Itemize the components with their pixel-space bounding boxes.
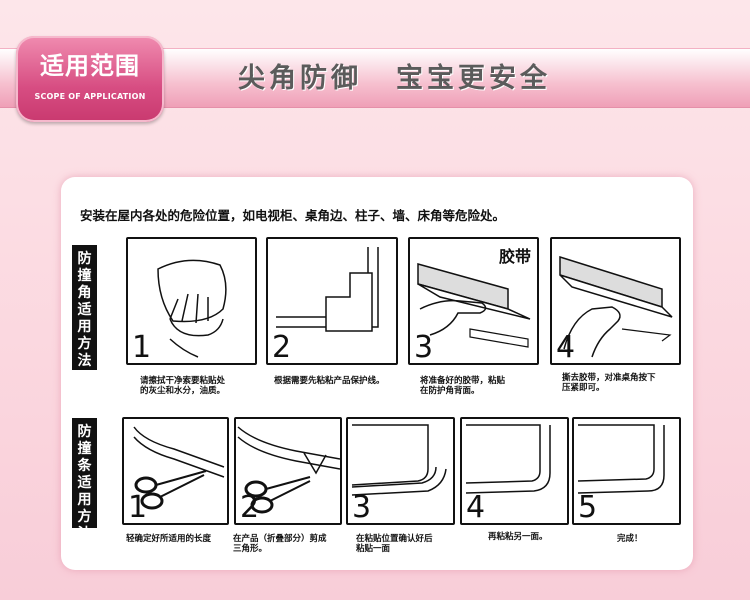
corner-step-4-caption: 撕去胶带，对准桌角按下 压紧即可。 <box>562 373 656 393</box>
corner-step-2: 2 <box>266 237 398 365</box>
strip-step-5-caption: 完成！ <box>617 534 643 544</box>
badge-title: 适用范围 <box>40 52 140 80</box>
corner-step-4: 4 <box>550 237 681 365</box>
strip-step-2: 2 <box>234 417 342 525</box>
strip-step-1-caption: 轻确定好所适用的长度 <box>126 534 212 544</box>
step-number: 2 <box>240 490 260 525</box>
corner-step-3-caption: 将准备好的胶带，粘贴 在防护角背面。 <box>420 376 506 396</box>
wipe-hand-illustration <box>157 259 227 358</box>
stick-second-side-illustration <box>465 424 551 494</box>
corner-guard-illustration <box>276 247 379 332</box>
section2-label: 防 撞 条 适 用 方 法 <box>72 418 97 542</box>
strip-step-3: 3 <box>346 417 455 525</box>
corner-step-2-caption: 根据需要先粘粘产品保护线。 <box>274 376 385 386</box>
badge-subtitle: SCOPE OF APPLICATION <box>34 92 146 101</box>
step-number: 2 <box>272 330 292 365</box>
headline: 尖角防御 宝宝更安全 <box>238 56 551 96</box>
banner: 适用范围 SCOPE OF APPLICATION 尖角防御 宝宝更安全 <box>0 28 750 122</box>
corner-step-3: 胶带 3 <box>408 237 539 365</box>
step-number: 3 <box>414 330 434 365</box>
strip-step-5: 5 <box>572 417 681 525</box>
step-number: 1 <box>128 490 148 525</box>
strip-step-4-caption: 再粘粘另一面。 <box>488 532 548 542</box>
strip-step-4: 4 <box>460 417 569 525</box>
step-number: 4 <box>466 490 486 525</box>
step-number: 3 <box>352 490 372 525</box>
tape-label: 胶带 <box>498 247 531 266</box>
corner-step-1: 1 <box>126 237 257 365</box>
strip-step-3-caption: 在粘贴位置确认好后 粘贴一面 <box>356 534 433 554</box>
scissors-cut-illustration <box>133 426 225 510</box>
step-number: 4 <box>556 330 576 365</box>
headline-part1: 尖角防御 <box>238 63 362 94</box>
intro-text: 安装在屋内各处的危险位置，如电视柜、桌角边、柱子、墙、床角等危险处。 <box>80 208 506 223</box>
peel-press-illustration <box>559 255 673 358</box>
corner-step-1-caption: 请擦拭干净索要粘贴处 的灰尘和水分，油质。 <box>140 376 226 396</box>
section1-label: 防 撞 角 适 用 方 法 <box>72 245 97 370</box>
stick-first-side-illustration <box>351 424 447 496</box>
finished-strip-illustration <box>577 424 665 494</box>
strip-step-1: 1 <box>122 417 229 525</box>
strip-step-2-caption: 在产品（折叠部分）剪成 三角形。 <box>233 534 327 554</box>
headline-part2: 宝宝更安全 <box>396 63 551 94</box>
tape-illustration <box>417 263 531 348</box>
section-badge: 适用范围 SCOPE OF APPLICATION <box>16 36 164 122</box>
step-number: 5 <box>578 490 598 525</box>
triangle-cut-illustration <box>237 426 340 514</box>
step-number: 1 <box>132 330 152 365</box>
